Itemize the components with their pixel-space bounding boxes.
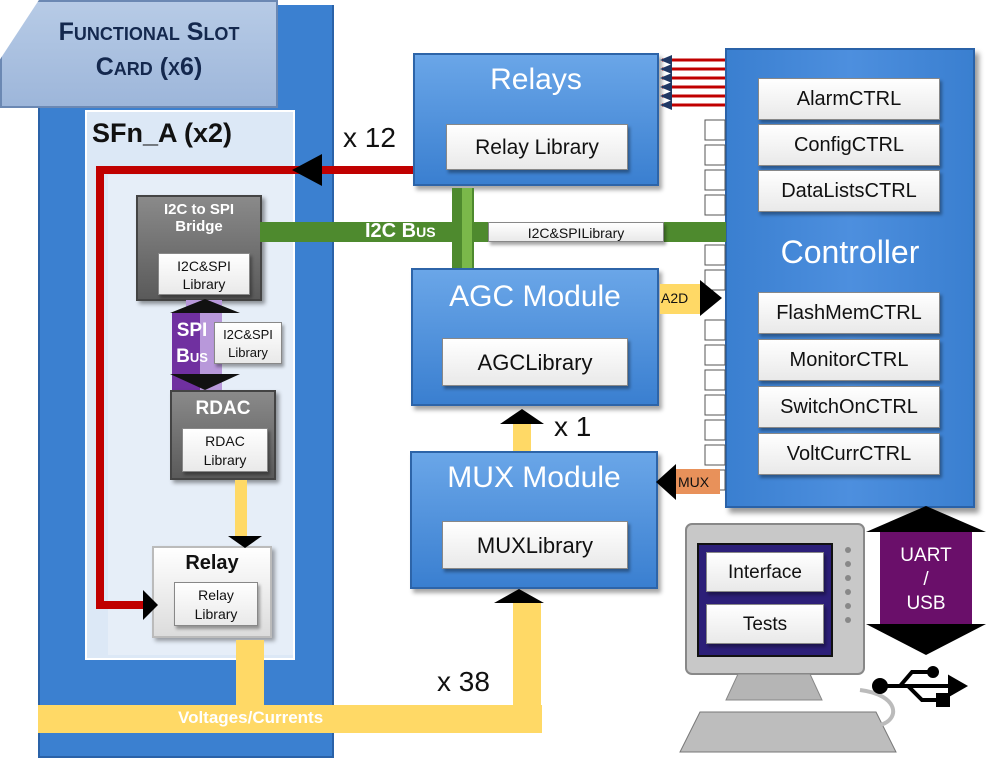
- uart-arrow-up: [866, 506, 986, 532]
- uart-line3: USB: [906, 593, 946, 614]
- controller-title: Controller: [780, 234, 920, 270]
- i2c-bus-library: I2C&SPILibrary: [488, 222, 664, 242]
- controller-item-switchon: SwitchOnCTRL: [758, 386, 940, 428]
- rdac-title: RDAC: [195, 398, 251, 419]
- relay-small-library: Relay Library: [174, 582, 258, 626]
- relays-title: Relays: [490, 63, 582, 96]
- x12-label: x 12: [343, 122, 396, 153]
- voltages-label: Voltages/Currents: [178, 708, 324, 727]
- i2c-bus-label: I2C Bus: [365, 220, 436, 242]
- relay-signal-line: [96, 166, 413, 609]
- monitor-buttons: [845, 547, 851, 623]
- relay-signal-arrow-right: [143, 590, 158, 620]
- spi-bus-label: SPI Bus: [170, 318, 214, 370]
- bridge-title-line2: Bridge: [175, 218, 223, 235]
- mux-library: MUXLibrary: [442, 521, 628, 569]
- monitor-stand: [725, 673, 823, 701]
- controller-item-voltcurr: VoltCurrCTRL: [758, 433, 940, 475]
- uart-line1: UART: [900, 545, 952, 566]
- mux-agc-arrow: [500, 409, 544, 424]
- x1-label: x 1: [554, 411, 592, 442]
- relay-small-title: Relay: [185, 552, 239, 574]
- spi-library: I2C&SPI Library: [214, 322, 282, 364]
- a2d-label: A2D: [661, 290, 689, 306]
- controller-item-alarm: AlarmCTRL: [758, 78, 940, 120]
- voltage-bus-vertical-right: [513, 602, 541, 732]
- computer-cable: [859, 688, 896, 727]
- controller-item-config: ConfigCTRL: [758, 124, 940, 166]
- mux-tag-arrow: [656, 464, 676, 500]
- agc-library: AGCLibrary: [442, 338, 628, 386]
- mux-tag-label: MUX: [678, 474, 710, 490]
- agc-title: AGC Module: [449, 280, 621, 313]
- rdac-library: RDAC Library: [182, 428, 268, 472]
- uart-box: [880, 532, 972, 624]
- card-header-line1: Functional Slot: [58, 18, 240, 46]
- relay-control-lines: [662, 58, 725, 107]
- uart-line2: /: [923, 569, 929, 590]
- computer-tests-button[interactable]: Tests: [706, 604, 824, 644]
- x38-label: x 38: [437, 666, 490, 697]
- mux-agc-link: [513, 424, 531, 451]
- relay-signal-arrow-left: [292, 154, 322, 186]
- spi-bus-line2: Bus: [176, 346, 208, 367]
- controller-item-flashmem: FlashMemCTRL: [758, 292, 940, 334]
- mux-title: MUX Module: [447, 461, 621, 494]
- bridge-title-line1: I2C to SPI: [163, 201, 234, 218]
- spi-arrow-up: [170, 299, 240, 313]
- a2d-arrow: [700, 280, 722, 316]
- controller-item-monitor: MonitorCTRL: [758, 339, 940, 381]
- uart-label: UART / USB: [880, 544, 972, 616]
- card-header: Functional Slot Card (x6): [0, 0, 278, 108]
- voltage-bus-vertical-left: [236, 640, 264, 706]
- card-header-line2: Card (x6): [95, 53, 203, 81]
- rdac-relay-arrow: [228, 536, 262, 548]
- bridge-library: I2C&SPI Library: [158, 253, 250, 295]
- computer-interface-button[interactable]: Interface: [706, 552, 824, 592]
- sfn-title: SFn_A (x2): [92, 118, 233, 148]
- relays-library: Relay Library: [446, 124, 628, 170]
- relay-control-arrowheads: [660, 55, 672, 110]
- mux-tag-bg: [676, 469, 720, 494]
- keyboard: [679, 711, 897, 753]
- uart-arrow-down: [866, 624, 986, 655]
- spi-bus-line1: SPI: [176, 320, 208, 341]
- mux-input-arrow: [494, 589, 544, 603]
- controller-port-column: [704, 119, 726, 491]
- voltage-bus-horizontal: [38, 705, 542, 733]
- i2c-bus-light: [462, 188, 472, 268]
- rdac-relay-link: [235, 480, 247, 536]
- controller-item-datalists: DataListsCTRL: [758, 170, 940, 212]
- usb-icon: [872, 666, 969, 707]
- a2d-link: [660, 284, 700, 314]
- spi-arrow-down: [170, 374, 240, 390]
